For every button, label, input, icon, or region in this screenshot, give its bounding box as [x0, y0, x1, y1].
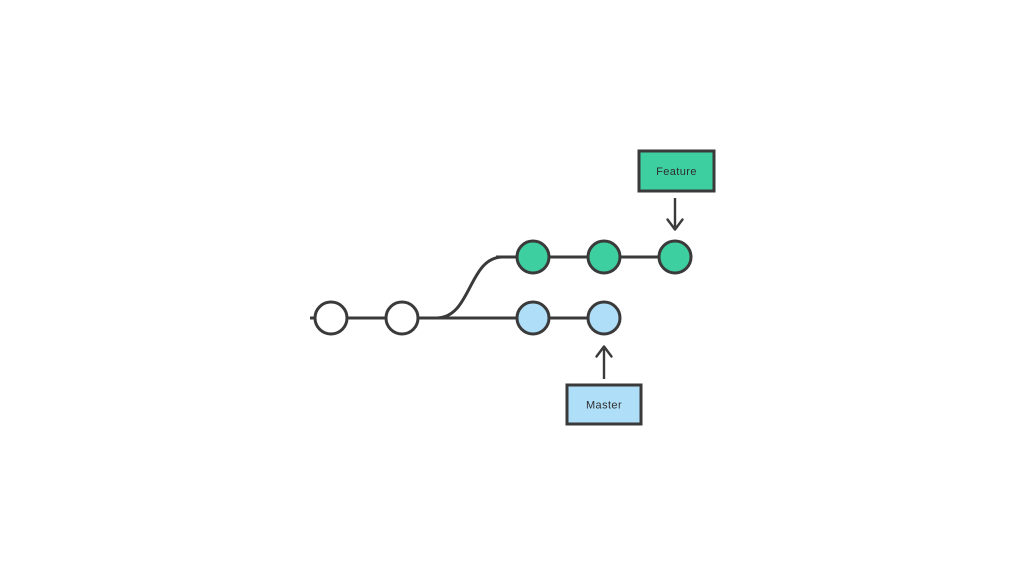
- master-branch-label[interactable]: Master: [565, 383, 643, 426]
- feature-label-text: Feature: [656, 166, 697, 178]
- commit-node-feature-2[interactable]: [586, 239, 622, 275]
- master-label-text: Master: [586, 399, 622, 411]
- commit-node-feature-3[interactable]: [657, 239, 693, 275]
- commit-node-master-3[interactable]: [515, 300, 551, 336]
- commit-node-feature-1[interactable]: [515, 239, 551, 275]
- feature-pointer-arrow-icon: [666, 198, 684, 231]
- feature-label-box[interactable]: [637, 149, 716, 193]
- feature-branch-label[interactable]: Feature: [637, 149, 716, 193]
- branch-off-curve: [435, 255, 505, 320]
- master-label-box[interactable]: [565, 383, 643, 426]
- master-pointer-arrow-icon: [595, 345, 613, 379]
- commit-node-master-1[interactable]: [313, 300, 349, 336]
- commit-node-master-2[interactable]: [384, 300, 420, 336]
- commit-node-master-4[interactable]: [586, 300, 622, 336]
